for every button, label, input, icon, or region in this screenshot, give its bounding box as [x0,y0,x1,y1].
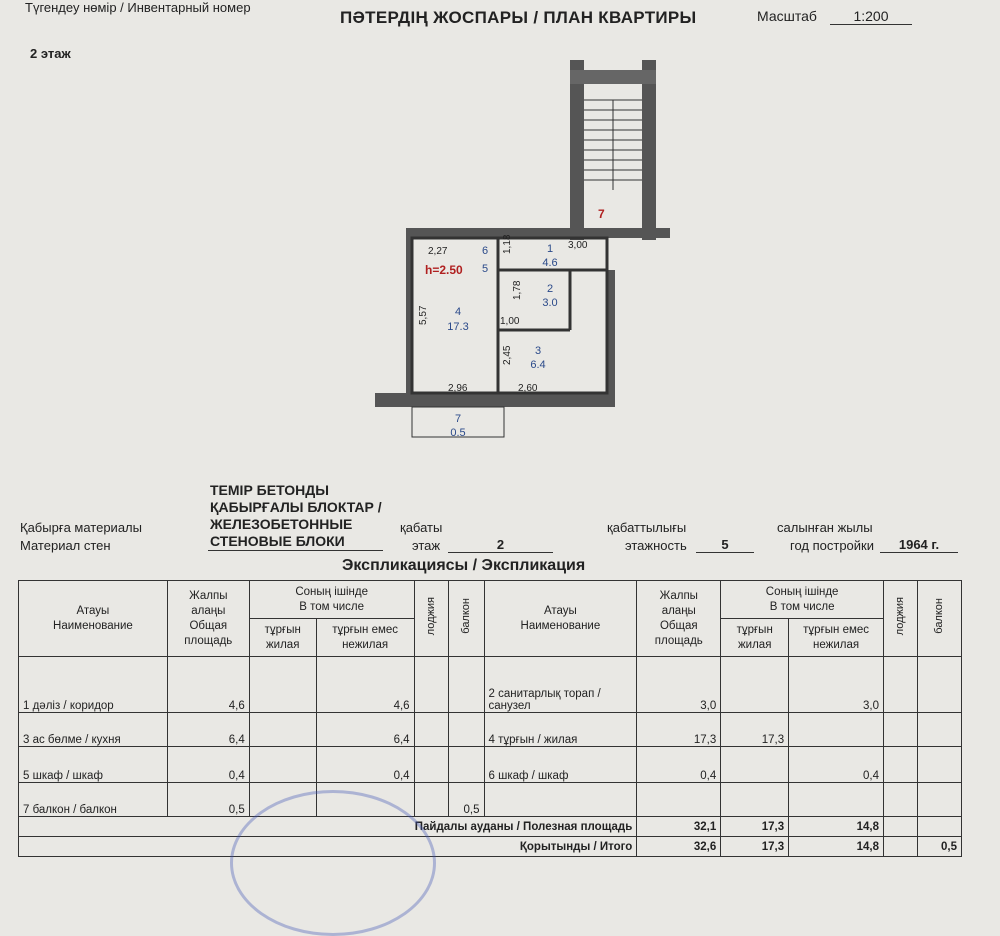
room-5-number: 5 [482,263,488,275]
dimension-label: 1,78 [512,280,523,300]
room-1-number: 1 [547,243,553,255]
dimension-label: 3,00 [568,240,588,251]
room-3-number: 3 [535,345,541,357]
dimension-label: 2,27 [428,246,448,257]
room-7-number: 7 [455,413,461,425]
table-row: 1 дәліз / коридор 4,6 4,6 2 санитарлық т… [18,656,962,713]
floor-value: 2 [448,537,553,553]
header-loggia-right: лоджия [883,580,918,657]
storeys-label-kz: қабаттылығы [607,520,687,535]
page-title: ПӘТЕРДІҢ ЖОСПАРЫ / ПЛАН КВАРТИРЫ [340,8,697,27]
header-loggia-left: лоджия [413,580,449,657]
room-6-number: 6 [482,245,488,257]
dimension-label: 2,45 [502,345,513,365]
year-label-ru: год постройки [790,538,874,553]
explication-title: Экспликациясы / Экспликация [342,557,586,574]
header-balcony-right: балкон [917,580,962,657]
useful-area-living: 17,3 [720,816,790,837]
header-balcony-left: балкон [447,580,485,657]
dimension-label: 2,60 [518,383,538,394]
useful-area-row: Пайдалы ауданы / Полезная площадь 32,1 1… [17,816,962,837]
year-value: 1964 г. [880,537,958,553]
table-row: 7 балкон / балкон 0,5 0,5 [18,782,962,817]
total-area: 32,6 [636,836,722,857]
scale-label: Масштаб [757,8,817,24]
table-row: 3 ас бөлме / кухня 6,4 6,4 4 тұрғын / жи… [18,712,962,747]
wall-material-label-kz: Қабырға материалы [20,520,142,535]
room-1-area: 4.6 [542,257,557,269]
wall-material-value: ТЕМІР БЕТОНДЫ ҚАБЫРҒАЛЫ БЛОКТАР / ЖЕЛЕЗО… [210,482,382,549]
ceiling-height: h=2.50 [425,263,463,277]
official-stamp [230,790,436,936]
room-2-area: 3.0 [542,297,557,309]
floor-label-ru: этаж [412,538,441,553]
dimension-label: 5,57 [418,305,429,325]
storeys-value: 5 [696,537,754,553]
total-nonliving: 14,8 [788,836,885,857]
total-balcony: 0,5 [917,836,962,857]
storeys-label-ru: этажность [625,538,687,553]
total-row: Қорытынды / Итого 32,6 17,3 14,8 0,5 [17,836,962,857]
floor-label: 2 этаж [30,46,71,61]
year-label-kz: салынған жылы [777,520,873,535]
room-3-area: 6.4 [530,359,545,371]
wall-material-label-ru: Материал стен [20,538,111,553]
floor-plan: 1 4.6 2 3.0 3 6.4 4 17.3 5 6 7 0.5 7 h=2… [375,60,670,439]
total-living: 17,3 [720,836,790,857]
wall-material-underline [208,550,383,551]
useful-area-nonliving: 14,8 [788,816,885,837]
dimension-label: 2,96 [448,383,468,394]
room-7-area: 0.5 [450,427,465,439]
room-4-number: 4 [455,306,461,318]
dimension-label: 1,18 [502,234,513,254]
dimension-label: 1,00 [500,316,520,327]
useful-area-total: 32,1 [636,816,722,837]
scale-value: 1:200 [830,8,912,25]
room-4-area: 17.3 [447,321,468,333]
floor-label-kz: қабаты [400,520,443,535]
stair-number: 7 [598,207,605,221]
inventory-number-label: Түгендеу нөмір / Инвентарный номер [25,0,251,15]
room-2-number: 2 [547,283,553,295]
table-row: 5 шкаф / шкаф 0,4 0,4 6 шкаф / шкаф 0,4 … [18,746,962,783]
